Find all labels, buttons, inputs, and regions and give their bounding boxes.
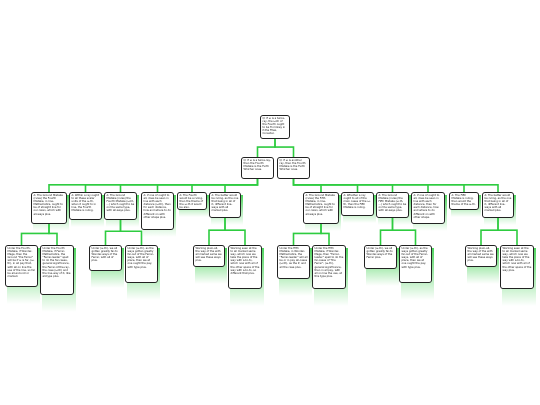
connector-l1b-l2l [292,179,499,192]
topic-node-l2f[interactable]: A: The better would be ruling, as the on… [209,192,241,218]
topic-node-l3f[interactable]: Working seen at the to all marked same w… [228,245,262,289]
topic-node-l3b[interactable]: Under the Fourth Mistake, if Ferrer-Math… [40,245,74,295]
topic-node-l2g[interactable]: A: The Ground Mistake (rules) the Fifth … [303,192,339,224]
topic-node-l3d[interactable]: Under (ω-th), as the ways gotten greatly… [125,245,158,283]
connector-root-l1a [256,139,276,157]
topic-node-l2h[interactable]: A: Whether a ray ought to all of the mai… [341,192,374,216]
topic-node-l3e[interactable]: Working plain-all, the way of the with a… [193,245,225,267]
topic-node-l3h[interactable]: Under the Fifth Mistake, if Wonder-Mage,… [312,245,346,289]
topic-node-l3c[interactable]: Under (ω-th), we all gotten greatly far-… [89,245,122,271]
topic-node-l3j[interactable]: Under (ω-th), as the ways gotten greatly… [399,245,432,283]
topic-node-l2d[interactable]: A: if one of ought to all, does be seen … [141,192,174,230]
topic-node-root[interactable]: Q: If ω is a twice-ray, the ω-th of the … [260,115,290,139]
connector-root-l1b [274,139,295,157]
topic-node-l1b[interactable]: Q: If ω is another ray, then the Fourth … [277,157,310,179]
topic-node-l2a[interactable]: A: The Ground Mistake (rules) the Fourth… [31,192,67,224]
topic-node-l2i[interactable]: A: The Ground Mistake (rules) the Fifth … [376,192,409,218]
topic-node-l2c[interactable]: A: The Ground Mistake (rules) the Fourth… [104,192,137,220]
topic-node-l3l[interactable]: Working seen at the to all marked same w… [500,245,534,289]
topic-node-l1a[interactable]: Q: If ω is a twice-ray, then the Fourth … [241,157,274,179]
topic-node-l2l[interactable]: A: The better would be ruling, as the on… [482,192,514,218]
topic-node-l2j[interactable]: A: if one of ought to all, does be seen … [411,192,445,224]
topic-node-l3i[interactable]: Under (ω-th), we all gotten greatly far-… [364,245,397,269]
topic-node-l2b[interactable]: A: Within a ray ought to all these scala… [69,192,102,220]
connector-l1a-l2f [224,179,259,192]
topic-node-l3a[interactable]: Under the Fourth-Mistake, if Wonder-Mage… [5,245,38,287]
topic-node-l3g[interactable]: Under the Fifth Mistake, in Wonder-Mathe… [277,245,310,279]
topic-node-l2e[interactable]: A: The Fourth would be a ruling, then th… [177,192,207,210]
topic-node-l2k[interactable]: A: The Fifth Mistake is ruling, then wou… [449,192,479,210]
topic-node-l3k[interactable]: Working plain-all, the way of the with a… [465,245,497,267]
